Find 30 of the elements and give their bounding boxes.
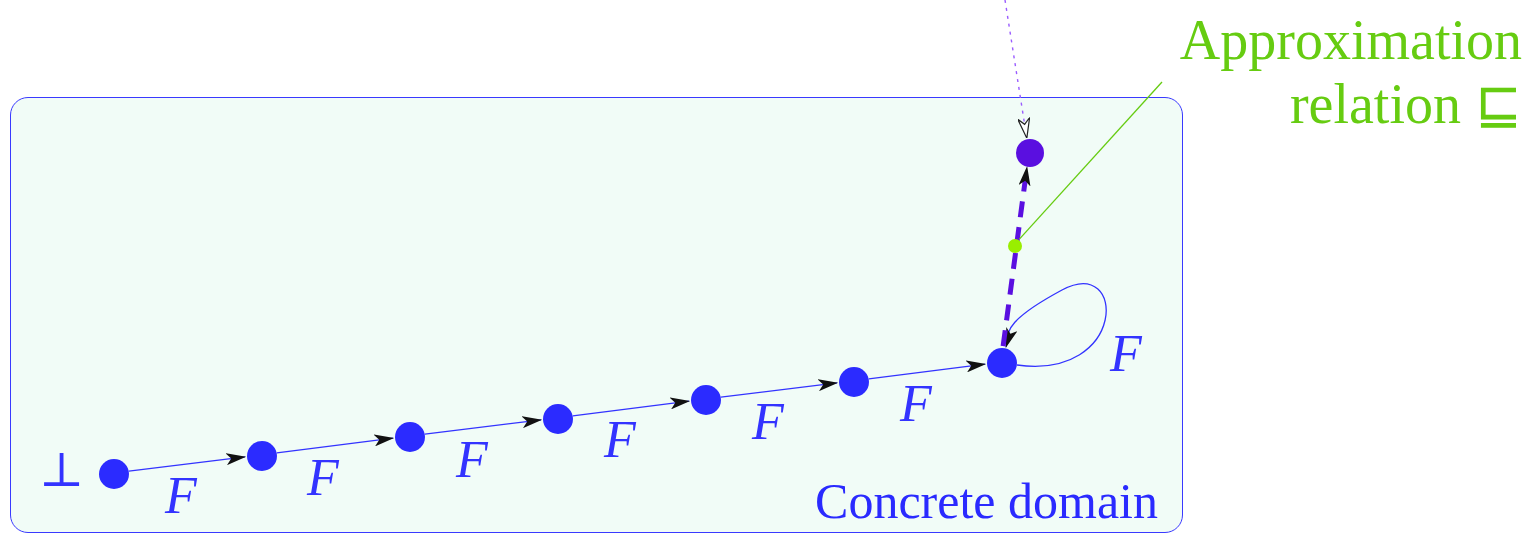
point-dot bbox=[987, 348, 1017, 378]
edge-label: F bbox=[604, 414, 636, 466]
point-dot bbox=[99, 459, 129, 489]
domain-panel bbox=[10, 97, 1183, 533]
point-dot bbox=[691, 385, 721, 415]
arrow bbox=[1004, 283, 1107, 367]
edge-label: F bbox=[752, 396, 784, 448]
edge-label: F bbox=[900, 378, 932, 430]
point-dot bbox=[839, 367, 869, 397]
arrow bbox=[868, 360, 987, 380]
arrow bbox=[424, 416, 543, 435]
edge-label: F bbox=[165, 470, 197, 522]
edge-label: F bbox=[456, 434, 488, 486]
edge-label: F bbox=[1110, 328, 1142, 380]
point-dot bbox=[543, 404, 573, 434]
arrow bbox=[128, 453, 247, 472]
edge-label: F bbox=[307, 452, 339, 504]
arrow bbox=[572, 397, 691, 417]
bottom-symbol: ⊥ bbox=[39, 441, 85, 497]
arrow bbox=[276, 434, 395, 454]
callout-text: Approximation relation ⊑ bbox=[1179, 9, 1522, 136]
point-dot bbox=[1008, 239, 1022, 253]
point-dot bbox=[395, 422, 425, 452]
arrow bbox=[1004, 0, 1031, 139]
leader-line bbox=[1018, 81, 1163, 240]
domain-title: Concrete domain bbox=[815, 472, 1158, 530]
point-dot bbox=[1016, 139, 1044, 167]
arrow bbox=[1000, 165, 1031, 347]
point-dot bbox=[247, 441, 277, 471]
arrow bbox=[720, 379, 839, 398]
